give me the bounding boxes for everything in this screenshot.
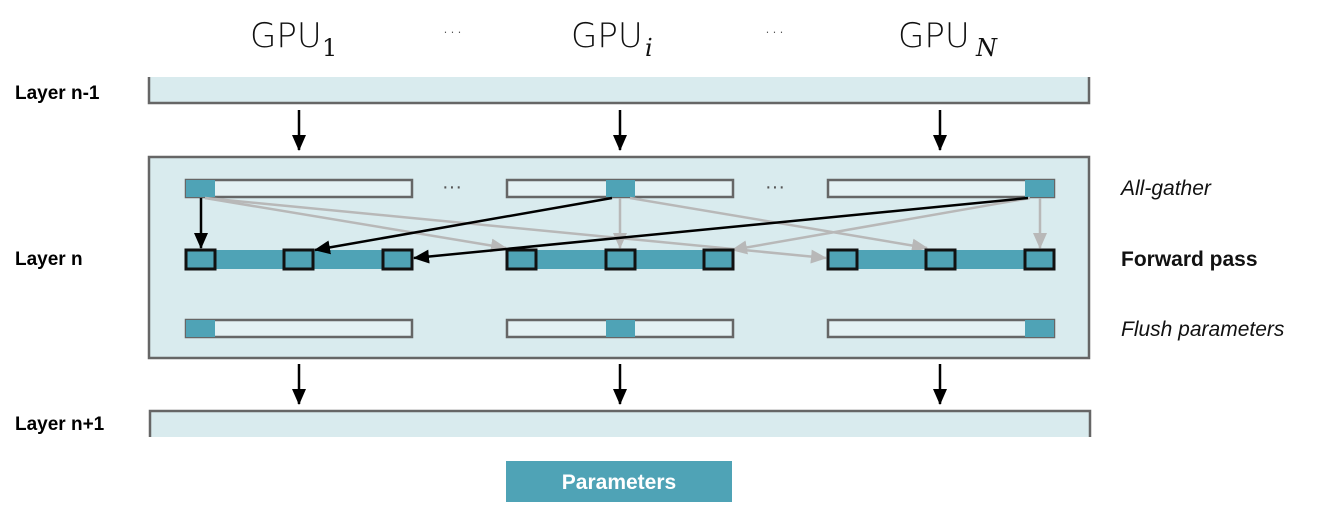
param-chunk: [1025, 320, 1054, 337]
layer-label-prev: Layer n-1: [15, 83, 100, 104]
step-label-flush: Flush parameters: [1121, 318, 1285, 341]
gather-arrow: [731, 196, 1031, 255]
gather-arrow: [413, 196, 1029, 264]
legend-label: Parameters: [562, 471, 676, 494]
layer-label-next: Layer n+1: [15, 414, 105, 435]
param-slot: [702, 248, 735, 271]
forward-row: [184, 248, 1056, 271]
gpu-subscript: i: [645, 34, 653, 62]
gpu-title-text: GPU: [898, 16, 970, 56]
layer-label-current: Layer n: [15, 249, 83, 270]
param-slot: [924, 248, 957, 271]
gpu-title-1: GPU 1: [250, 16, 337, 62]
param-slot: [381, 248, 414, 271]
shard-bar-gpun: [826, 178, 1056, 199]
ellipsis-2: ···: [764, 21, 785, 46]
legend-parameters: Parameters: [506, 461, 732, 502]
param-slot: [826, 248, 859, 271]
param-slot: [1023, 248, 1056, 271]
legend-swatch: [506, 461, 732, 502]
gpu-title-text: GPU: [250, 16, 322, 56]
gather-arrows-black: [194, 196, 1029, 264]
param-slot: [184, 248, 217, 271]
ellipsis-4: ···: [765, 176, 785, 198]
shard-bar-gpu1: [184, 178, 414, 199]
gpu-subscript: 1: [322, 34, 337, 62]
step-label-all-gather: All-gather: [1119, 177, 1212, 200]
ellipsis-1: ···: [442, 21, 463, 46]
param-chunk: [186, 180, 215, 197]
param-chunk: [606, 180, 635, 197]
shard-bar-gpui: [505, 178, 735, 199]
forward-bar-gpu1: [184, 248, 414, 271]
forward-bar-gpui: [505, 248, 735, 271]
gather-arrow: [204, 196, 827, 264]
param-slot: [604, 248, 637, 271]
gather-arrow: [204, 196, 507, 253]
layer-next-bar: [148, 409, 1092, 437]
forward-bar-gpun: [826, 248, 1056, 271]
step-label-forward: Forward pass: [1121, 248, 1258, 271]
gather-arrow: [314, 196, 613, 255]
gpu-title-i: GPU i: [571, 16, 653, 62]
ellipsis-3: ···: [442, 176, 462, 198]
param-chunk: [186, 320, 215, 337]
param-slot: [505, 248, 538, 271]
gpu-title-text: GPU: [571, 16, 643, 56]
flush-bar-gpu1: [184, 318, 414, 339]
param-chunk: [1025, 180, 1054, 197]
layer-prev-bar: [147, 77, 1091, 105]
flush-bar-gpui: [505, 318, 735, 339]
param-chunk: [606, 320, 635, 337]
param-slot: [282, 248, 315, 271]
gpu-title-n: GPU N: [898, 16, 998, 62]
shard-row-flush: [184, 318, 1056, 339]
gpu-subscript: N: [975, 34, 998, 62]
flush-bar-gpun: [826, 318, 1056, 339]
shard-row-allgather: ··· ···: [184, 176, 1056, 199]
